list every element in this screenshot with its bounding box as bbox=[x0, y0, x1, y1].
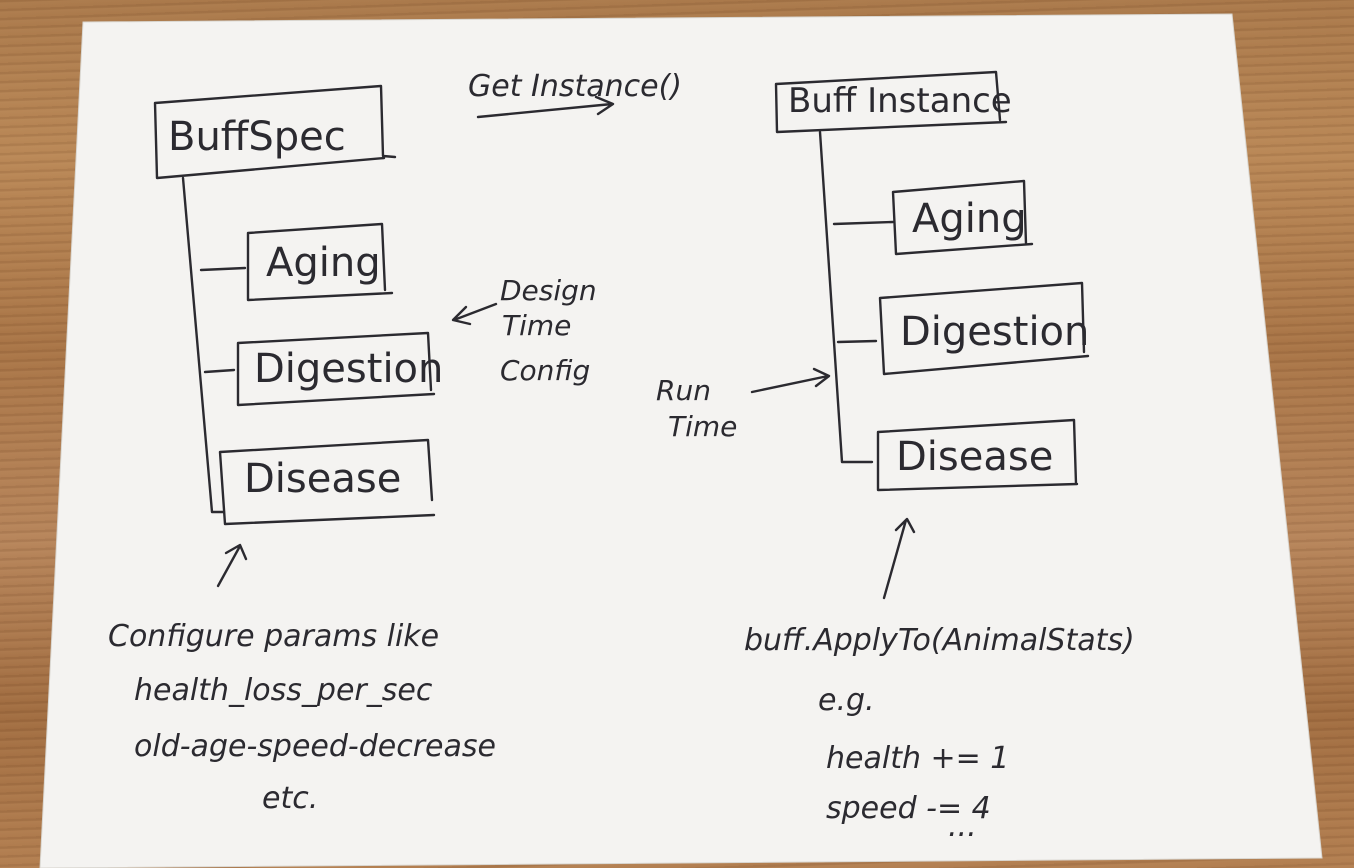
left-disease-box bbox=[218, 438, 436, 526]
left-tree: BuffSpec Aging Digestion Disease bbox=[153, 84, 443, 526]
left-note-arrow bbox=[216, 543, 248, 588]
design-time-annotation: Design Time Config bbox=[451, 274, 597, 387]
left-digestion-box bbox=[236, 331, 436, 407]
run-time-label: Time bbox=[668, 410, 737, 443]
right-branch-digestion bbox=[836, 339, 878, 344]
right-disease-label: Disease bbox=[896, 434, 1053, 480]
right-note-line-4: speed -= 4 bbox=[826, 791, 991, 826]
right-disease-box bbox=[876, 418, 1079, 492]
buff-instance-box bbox=[774, 70, 1008, 134]
right-note-line-2: e.g. bbox=[818, 683, 875, 718]
buff-instance-label: Buff Instance bbox=[788, 81, 1012, 121]
time-label: Time bbox=[502, 309, 571, 342]
left-branch-digestion bbox=[203, 368, 236, 374]
left-note-line-2: health_loss_per_sec bbox=[134, 673, 433, 708]
right-note-line-1: buff.ApplyTo(AnimalStats) bbox=[744, 623, 1135, 658]
left-branch-aging bbox=[199, 266, 247, 272]
run-time-annotation: Run Time bbox=[656, 367, 831, 443]
paper-sheet bbox=[39, 13, 1323, 868]
left-note-line-3: old-age-speed-decrease bbox=[134, 729, 496, 764]
left-disease-label: Disease bbox=[244, 456, 401, 502]
right-note-arrow bbox=[882, 517, 916, 600]
right-note-line-5: ... bbox=[948, 809, 977, 844]
buffspec-box bbox=[153, 84, 397, 180]
right-branch-aging bbox=[832, 220, 895, 226]
left-note-line-1: Configure params like bbox=[108, 619, 439, 654]
get-instance-arrow bbox=[476, 95, 615, 119]
left-aging-label: Aging bbox=[266, 240, 381, 286]
buffspec-label: BuffSpec bbox=[168, 114, 346, 160]
run-label: Run bbox=[656, 374, 711, 407]
left-digestion-label: Digestion bbox=[254, 346, 443, 392]
left-note-line-4: etc. bbox=[262, 781, 318, 816]
left-aging-box bbox=[246, 222, 394, 302]
get-instance-label: Get Instance() bbox=[468, 69, 682, 104]
right-note-line-3: health += 1 bbox=[826, 741, 1009, 776]
left-note: Configure params like health_loss_per_se… bbox=[108, 543, 496, 816]
right-tree: Buff Instance Aging Digestion Disease bbox=[774, 70, 1090, 492]
design-label: Design bbox=[500, 274, 597, 307]
design-time-arrow bbox=[451, 302, 498, 326]
right-digestion-box bbox=[878, 281, 1090, 376]
right-note: buff.ApplyTo(AnimalStats) e.g. health +=… bbox=[744, 517, 1135, 844]
run-time-arrow bbox=[750, 367, 831, 394]
config-label: Config bbox=[500, 354, 590, 387]
get-instance-annotation: Get Instance() bbox=[468, 69, 682, 119]
right-aging-label: Aging bbox=[912, 196, 1027, 242]
right-digestion-label: Digestion bbox=[900, 309, 1089, 355]
left-tree-trunk bbox=[181, 176, 226, 514]
right-tree-trunk bbox=[818, 130, 874, 464]
right-aging-box bbox=[891, 179, 1034, 256]
